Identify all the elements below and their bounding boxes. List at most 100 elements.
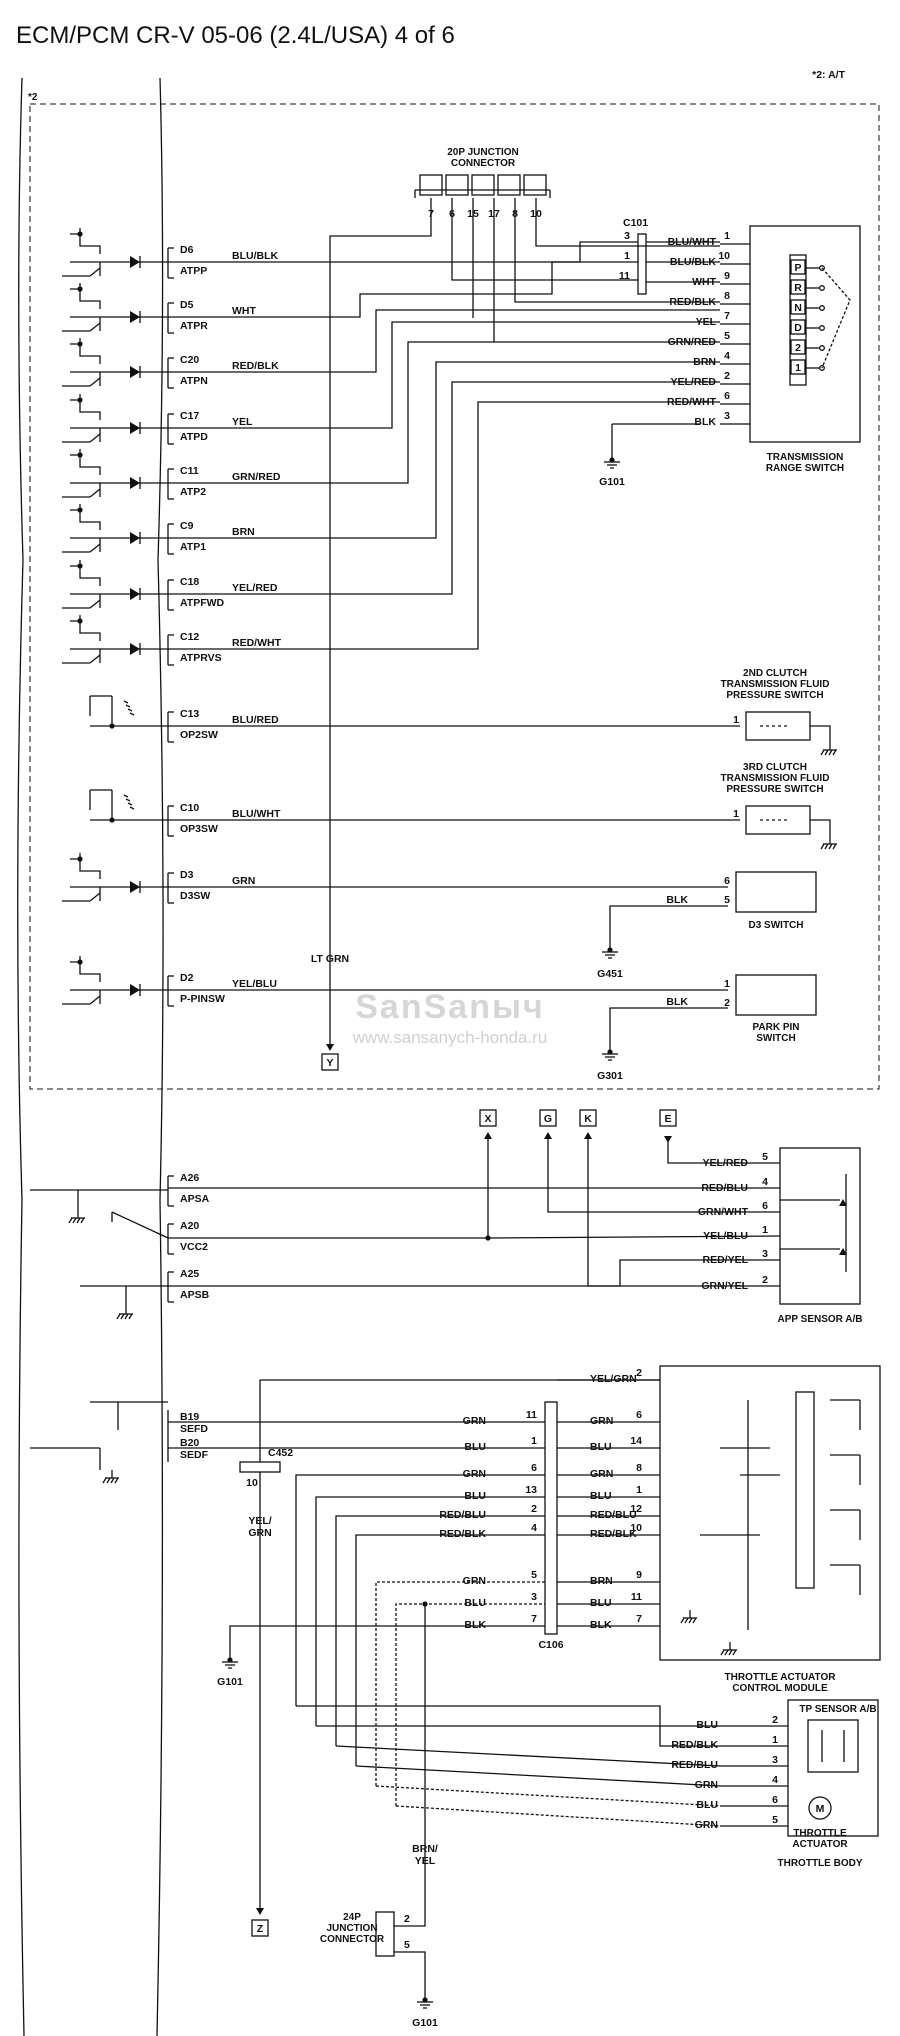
app-pin: 2 <box>762 1274 768 1286</box>
terminal-name: ATPRVS <box>180 652 222 664</box>
terminal-name: ATPFWD <box>180 597 225 609</box>
tacm-gnd2-hatch <box>724 1649 729 1656</box>
resistor-icon <box>127 708 133 712</box>
app-pot-arrow <box>839 1199 847 1206</box>
trs-wire-label: WHT <box>692 276 716 288</box>
c101-body <box>637 233 647 295</box>
switch-circuit <box>70 620 101 641</box>
tacm-box <box>659 1365 881 1661</box>
c106-right-pin: 6 <box>636 1409 642 1421</box>
ppin-pin: 1 <box>724 978 730 990</box>
j24-pin: 5 <box>404 1939 410 1951</box>
c106-left-pin: 2 <box>531 1503 537 1515</box>
trs-wire-label: BLU/BLK <box>670 256 716 268</box>
psw-label3: PRESSURE SWITCH <box>726 784 823 795</box>
app-int-gnd1-hatch <box>76 1217 81 1224</box>
jc20-drop <box>514 206 720 303</box>
d3-switch-box <box>735 871 817 913</box>
ppin-blk-wire <box>609 1007 728 1042</box>
app-internal <box>111 1211 169 1239</box>
motor-icon <box>808 1796 832 1820</box>
ecm-to-trs-wire <box>168 309 720 373</box>
tp-wire: GRN <box>695 1819 718 1831</box>
tacm-ic <box>795 1391 815 1589</box>
resistor-icon <box>127 802 133 806</box>
ecm-wire-label: WHT <box>232 305 256 317</box>
trs-position: N <box>794 302 802 314</box>
trs-label1: TRANSMISSION <box>767 452 844 463</box>
ecm-wire-label: YEL/RED <box>232 582 278 594</box>
terminal-id: C12 <box>180 631 199 643</box>
ppin-label2: SWITCH <box>756 1033 795 1044</box>
c106-left-pin: 5 <box>531 1569 537 1581</box>
c452-body <box>239 1461 281 1473</box>
trs-wire-label: RED/BLK <box>669 296 716 308</box>
ltgrn-label: LT GRN <box>311 953 349 965</box>
ecm-wire-label: BRN <box>232 526 255 538</box>
terminal-name: APSA <box>180 1193 210 1205</box>
app-pin: 3 <box>762 1248 768 1260</box>
c106-right-pin: 12 <box>630 1503 642 1515</box>
actuator-label1: THROTTLE <box>793 1828 847 1839</box>
trs-switch-box <box>749 225 861 443</box>
c106-right-wire: YEL/GRN <box>590 1373 637 1385</box>
terminal-id: B19 <box>180 1411 199 1423</box>
ecm-to-trs-wire <box>168 241 638 263</box>
jc20-pin-housing <box>523 174 547 196</box>
psw-label1: 3RD CLUTCH <box>743 762 807 773</box>
at-dashed-box <box>29 103 880 1090</box>
tacm-gnd1-hatch <box>684 1617 689 1624</box>
app-pin: 4 <box>762 1176 768 1188</box>
switch-contact <box>89 995 101 1005</box>
trs-position: P <box>794 262 801 274</box>
c106-right-wire: BLU <box>590 1441 612 1453</box>
tacm-gnd2-hatch <box>720 1649 725 1656</box>
tp-pin: 5 <box>772 1814 778 1826</box>
c106-right-pin: 1 <box>636 1484 642 1496</box>
trs-pin: 4 <box>724 350 730 362</box>
c106-left-pin: 3 <box>531 1591 537 1603</box>
trs-wire-label: YEL <box>696 316 717 328</box>
ecm-to-trs-wire <box>168 361 720 539</box>
tp-pin: 4 <box>772 1774 778 1786</box>
junction-dot <box>77 959 83 965</box>
terminal-id: C9 <box>180 520 194 532</box>
app-int-gnd2-hatch <box>120 1313 125 1320</box>
switch-contact <box>89 267 101 277</box>
jc20-pin: 17 <box>488 208 500 220</box>
tacm-gnd2-hatch <box>732 1649 737 1656</box>
trs-position-column <box>789 254 807 386</box>
trs-pin: 8 <box>724 290 730 302</box>
watermark-url: www.sansanych-honda.ru <box>352 1028 548 1047</box>
psw-ground-hatch <box>820 749 825 756</box>
tp-pin: 3 <box>772 1754 778 1766</box>
resistor-icon <box>125 798 131 802</box>
c101-label: C101 <box>623 217 648 229</box>
ecm-wire-label: GRN <box>232 875 255 887</box>
junction-dot <box>109 723 115 729</box>
ppin-pin: 2 <box>724 997 730 1009</box>
trs-contact-point <box>819 345 825 351</box>
terminal-id: C20 <box>180 354 199 366</box>
j24-body <box>375 1911 395 1957</box>
c106-left-pin: 11 <box>526 1409 537 1421</box>
c101-pin: 3 <box>624 230 630 242</box>
psw-pin: 1 <box>733 714 739 726</box>
ecm-wire-label: BLU/BLK <box>232 250 278 262</box>
c106-right-pin: 7 <box>636 1613 642 1625</box>
g451-label: G451 <box>597 968 623 980</box>
c106-left-pin: 1 <box>531 1435 537 1447</box>
tp-wire: RED/BLK <box>671 1739 718 1751</box>
jc20-label2: CONNECTOR <box>451 158 516 169</box>
trs-pin: 5 <box>724 330 730 342</box>
jc20-label1: 20P JUNCTION <box>447 147 519 158</box>
tp-wire-line <box>316 1725 720 1747</box>
ecm-to-trs-wire <box>168 321 720 429</box>
resistor-icon <box>123 700 129 704</box>
resistor-icon <box>123 794 129 798</box>
tp-sensor-box <box>807 1719 859 1773</box>
trs-contact-point <box>819 305 825 311</box>
gnd-g451-node <box>607 947 613 953</box>
ecm-to-trs-wire <box>168 401 720 650</box>
switch-circuit <box>70 961 101 982</box>
